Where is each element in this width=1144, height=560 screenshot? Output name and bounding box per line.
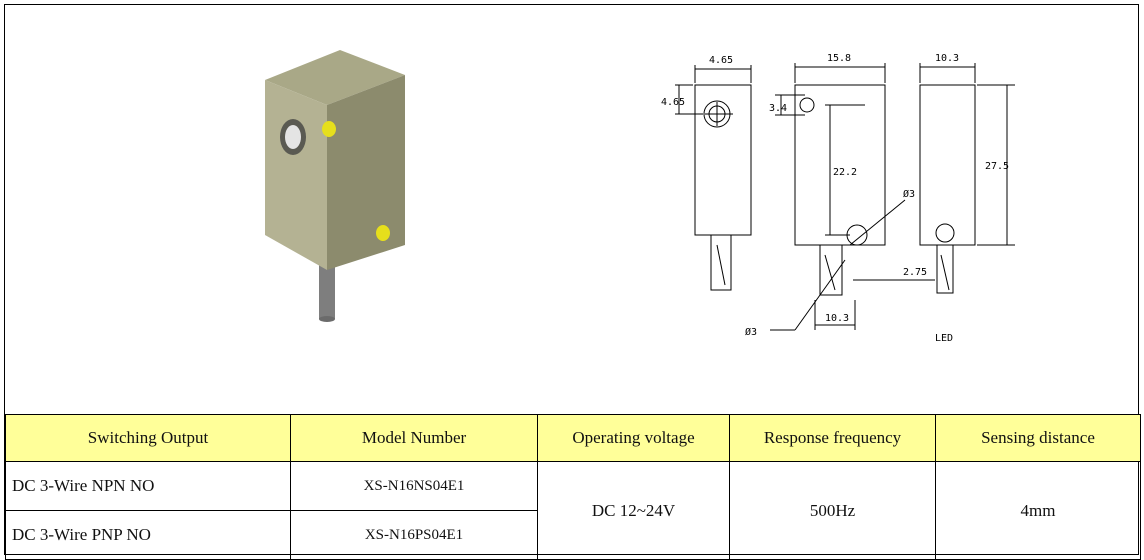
- dim-height: 27.5: [985, 161, 1009, 172]
- cell-switching-output: DC 3-Wire PNP NO: [5, 510, 291, 560]
- dim-hole-spacing: 22.2: [833, 167, 857, 178]
- dim-cable-offset: 2.75: [903, 267, 927, 278]
- dim-hole-diameter: Ø3: [903, 188, 915, 200]
- cell-sensing-distance: 4mm: [935, 461, 1141, 560]
- sensor-top-face: [265, 50, 405, 105]
- header-operating-voltage: Operating voltage: [537, 414, 730, 462]
- led-label: LED: [935, 333, 953, 344]
- sensor-cable: [319, 263, 335, 319]
- table-header-row: Switching Output Model Number Operating …: [5, 414, 1141, 462]
- table-row: DC 3-Wire NPN NO XS-N16NS04E1 DC 12~24V …: [5, 461, 1141, 560]
- dim-width-rear: 10.3: [935, 53, 959, 64]
- product-images: 4.65 15.8 10.3 4.65 3.4 22.2 27.5 Ø3 2.7…: [5, 5, 1138, 415]
- header-switching-output: Switching Output: [5, 414, 291, 462]
- cell-operating-voltage: DC 12~24V: [537, 461, 730, 560]
- dim-hole-offset: 4.65: [661, 97, 685, 108]
- sensor-image: [265, 50, 405, 322]
- header-model-number: Model Number: [290, 414, 538, 462]
- cell-model-number: XS-N16PS04E1: [290, 510, 538, 560]
- dim-width-front: 4.65: [709, 55, 733, 66]
- mounting-hole-icon: [376, 225, 390, 241]
- cell-model-number: XS-N16NS04E1: [290, 461, 538, 511]
- dim-depth-side: 15.8: [827, 53, 851, 64]
- sensor-front-face: [265, 80, 327, 270]
- dimension-drawing: 4.65 15.8 10.3 4.65 3.4 22.2 27.5 Ø3 2.7…: [661, 53, 1015, 344]
- cell-response-frequency: 500Hz: [729, 461, 936, 560]
- spec-sheet: 4.65 15.8 10.3 4.65 3.4 22.2 27.5 Ø3 2.7…: [4, 4, 1141, 560]
- led-indicator-icon: [322, 121, 336, 137]
- dim-cable-diameter: Ø3: [745, 326, 757, 338]
- header-response-frequency: Response frequency: [729, 414, 936, 462]
- header-sensing-distance: Sensing distance: [935, 414, 1141, 462]
- dim-led-offset: 3.4: [769, 103, 787, 114]
- sensor-side-face: [327, 75, 405, 270]
- spec-table: Switching Output Model Number Operating …: [5, 414, 1141, 560]
- dim-cable-position: 10.3: [825, 313, 849, 324]
- cell-switching-output: DC 3-Wire NPN NO: [5, 461, 291, 511]
